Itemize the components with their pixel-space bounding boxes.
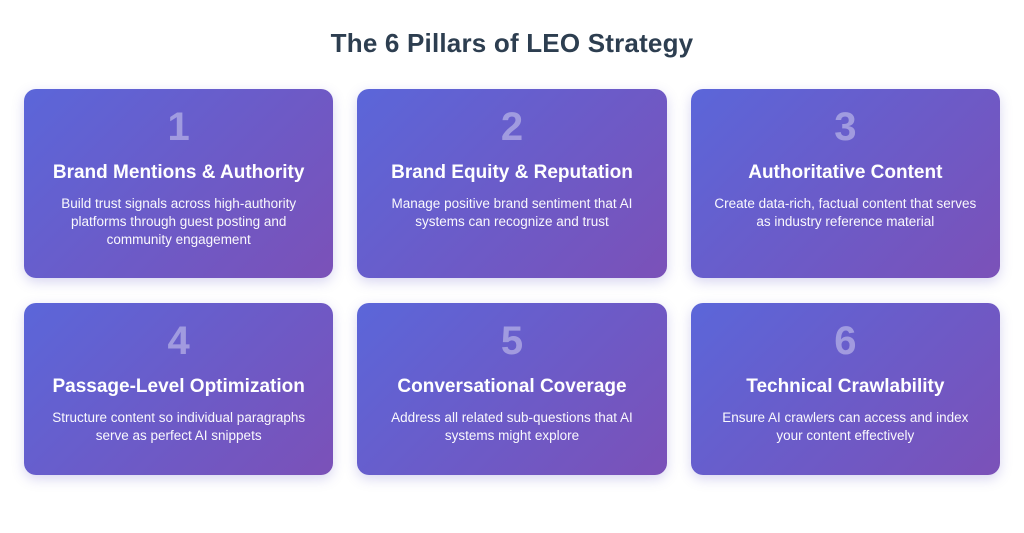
pillar-title: Passage-Level Optimization xyxy=(52,376,305,397)
pillar-card-6: 6 Technical Crawlability Ensure AI crawl… xyxy=(690,303,1000,475)
pillar-title: Technical Crawlability xyxy=(746,376,945,397)
pillar-title: Brand Mentions & Authority xyxy=(52,162,305,183)
pillar-number: 5 xyxy=(500,319,524,363)
pillar-number: 4 xyxy=(167,319,190,363)
pillar-card-1: 1 Brand Mentions & Authority Build trust… xyxy=(24,89,334,278)
pillar-card-2: 2 Brand Equity & Reputation Manage posit… xyxy=(357,89,667,278)
pillar-number: 6 xyxy=(834,319,857,363)
page-title: The 6 Pillars of LEO Strategy xyxy=(330,28,694,58)
pillar-number: 2 xyxy=(500,105,524,149)
pillar-number: 1 xyxy=(167,105,190,149)
pillar-description: Manage positive brand sentiment that AI … xyxy=(391,196,633,229)
pillar-description: Structure content so individual paragrap… xyxy=(52,410,306,443)
pillar-card-4: 4 Passage-Level Optimization Structure c… xyxy=(24,303,334,475)
pillar-description: Ensure AI crawlers can access and index … xyxy=(722,410,969,443)
infographic-page: The 6 Pillars of LEO Strategy 1 Brand Me… xyxy=(0,28,1024,533)
pillars-grid: 1 Brand Mentions & Authority Build trust… xyxy=(24,89,1000,475)
pillar-title: Brand Equity & Reputation xyxy=(391,162,633,183)
pillar-title: Authoritative Content xyxy=(748,162,943,183)
pillar-title: Conversational Coverage xyxy=(397,376,627,397)
pillar-card-5: 5 Conversational Coverage Address all re… xyxy=(357,303,667,475)
pillar-description: Build trust signals across high-authorit… xyxy=(61,196,297,247)
pillar-description: Address all related sub-questions that A… xyxy=(391,410,633,443)
pillar-card-3: 3 Authoritative Content Create data-rich… xyxy=(690,89,1000,278)
pillar-number: 3 xyxy=(834,105,857,149)
pillar-description: Create data-rich, factual content that s… xyxy=(714,196,977,229)
